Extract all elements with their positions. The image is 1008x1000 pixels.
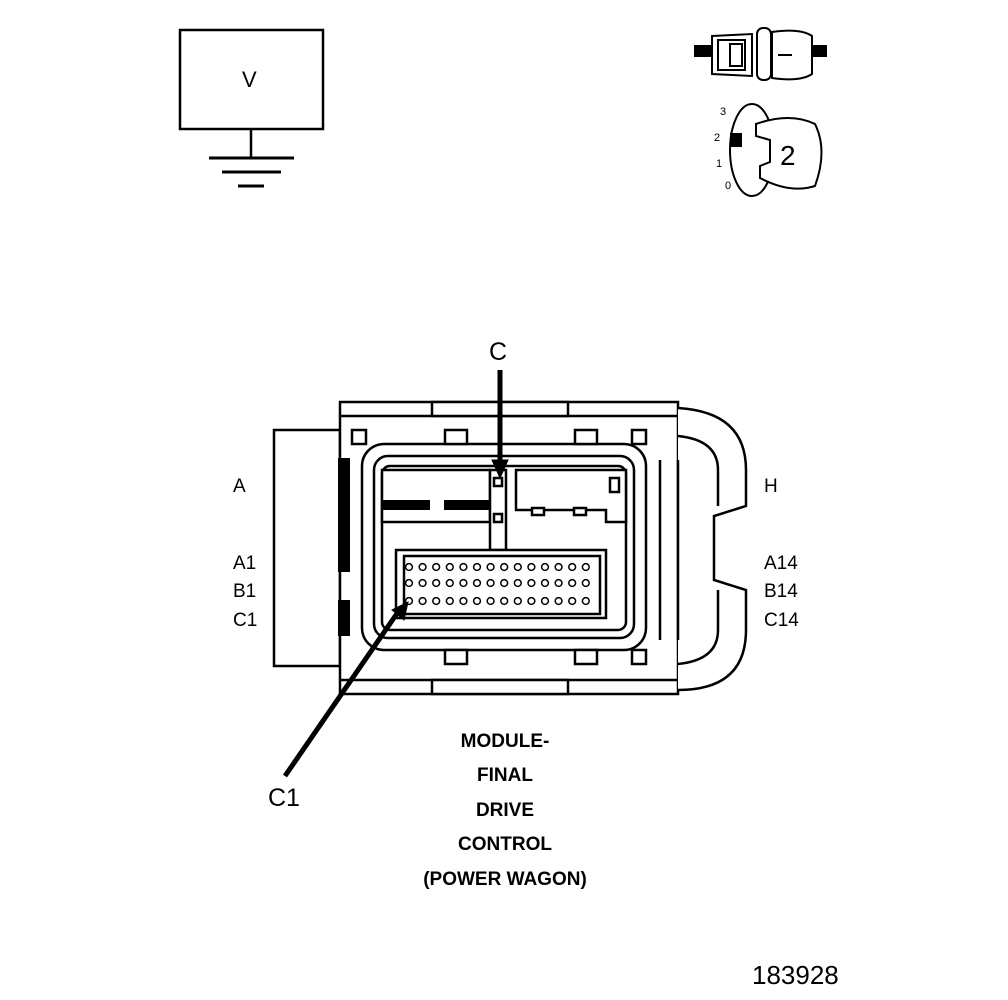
- pin-hole: [432, 596, 441, 606]
- pin-hole: [404, 578, 414, 588]
- pin-hole: [568, 578, 577, 588]
- pin-hole: [527, 596, 536, 606]
- ground-symbol: [178, 28, 325, 188]
- module-title-line-3: DRIVE: [475, 800, 535, 821]
- pin-hole: [472, 562, 482, 572]
- pin-hole: [432, 578, 441, 588]
- lock-dial-icon: [729, 103, 823, 197]
- connector-shell: [272, 400, 748, 696]
- callout-c1-label: C1: [268, 784, 300, 812]
- module-title-line-2: FINAL: [477, 765, 533, 786]
- row-label-b14: B14: [764, 581, 798, 602]
- module-title-line-5: (POWER WAGON): [423, 869, 587, 890]
- pin-hole: [500, 596, 509, 606]
- row-label-a14: A14: [764, 553, 798, 574]
- callout-c-label: C: [489, 338, 508, 366]
- pin-hole: [500, 578, 509, 588]
- pin-hole: [513, 596, 522, 606]
- pin-hole: [581, 596, 590, 606]
- pin-hole: [581, 578, 590, 588]
- pin-hole: [486, 578, 495, 588]
- pin-hole: [527, 562, 536, 572]
- row-label-c14: C14: [764, 610, 799, 631]
- connector-side-icon: [694, 27, 827, 81]
- pin-hole: [513, 578, 522, 588]
- lock-scale-0: 0: [725, 180, 732, 192]
- pin-hole: [445, 596, 454, 606]
- callout-c1-arrowhead: [391, 601, 409, 621]
- lock-scale-1: 1: [716, 158, 723, 170]
- pin-hole: [445, 562, 454, 572]
- lock-position-value: 2: [780, 140, 796, 171]
- pin-hole: [472, 578, 482, 588]
- row-label-b1: B1: [233, 581, 257, 602]
- pin-hole: [554, 596, 563, 606]
- pin-hole: [445, 578, 454, 588]
- pin-hole: [568, 562, 577, 572]
- pin-hole: [554, 578, 563, 588]
- pin-hole: [486, 596, 495, 606]
- module-title-line-1: MODULE-: [460, 731, 550, 752]
- row-label-h: H: [764, 476, 778, 497]
- pin-hole: [513, 562, 522, 572]
- pin-hole: [540, 562, 550, 572]
- callout-arrows: [282, 370, 509, 778]
- row-label-a: A: [233, 476, 246, 497]
- callout-c-arrowhead: [491, 459, 509, 480]
- pin-hole: [459, 562, 468, 572]
- pin-hole: [459, 596, 468, 606]
- pin-hole: [581, 562, 590, 572]
- pin-hole: [500, 562, 509, 572]
- pin-hole: [459, 578, 468, 588]
- lock-scale-2: 2: [714, 132, 721, 144]
- pin-hole: [568, 596, 577, 606]
- pin-hole: [432, 562, 441, 572]
- pin-hole: [404, 562, 414, 572]
- pin-hole: [418, 596, 427, 606]
- voltage-symbol-label: V: [242, 67, 257, 92]
- pin-hole: [527, 578, 536, 588]
- pin-hole: [540, 596, 550, 606]
- figure-id: 183928: [752, 960, 839, 990]
- pin-hole: [554, 562, 563, 572]
- callout-c1-line: [282, 610, 401, 778]
- module-title-line-4: CONTROL: [458, 834, 552, 855]
- pin-hole: [486, 562, 495, 572]
- lock-scale-3: 3: [720, 106, 727, 118]
- pin-hole: [540, 578, 550, 588]
- pin-hole: [418, 578, 427, 588]
- row-label-c1: C1: [233, 610, 258, 631]
- pin-hole: [472, 596, 482, 606]
- pin-hole: [418, 562, 427, 572]
- row-label-a1: A1: [233, 553, 257, 574]
- pin-grid: [404, 562, 590, 606]
